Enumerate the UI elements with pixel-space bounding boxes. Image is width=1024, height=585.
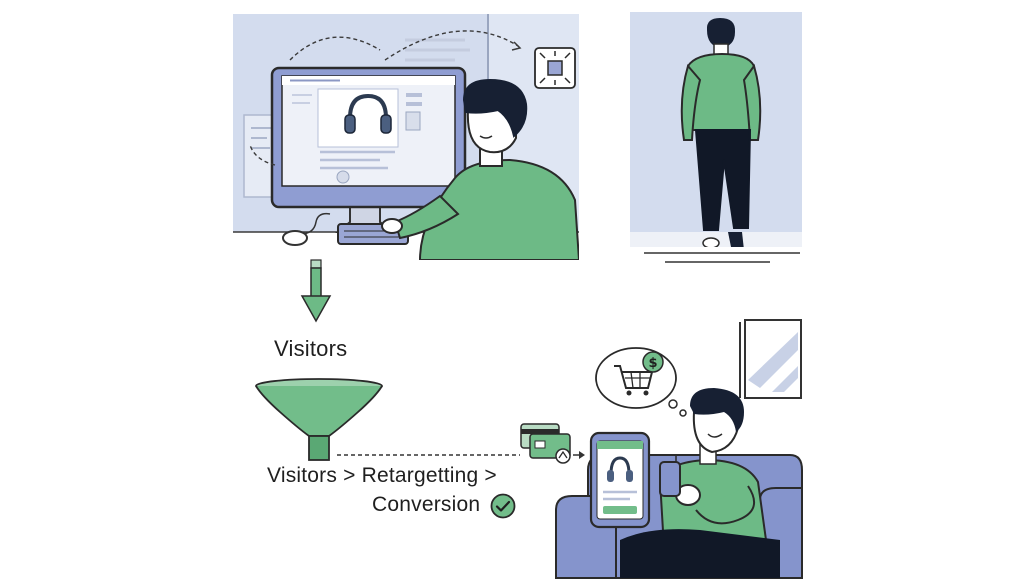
desk-scene <box>233 14 579 260</box>
shopping-cart-dollar-icon: $ <box>595 347 687 417</box>
seated-person <box>620 388 780 578</box>
conversion-label: Conversion <box>372 493 481 516</box>
svg-text:$: $ <box>648 356 657 371</box>
person-at-computer <box>381 78 579 260</box>
walking-away-scene <box>630 12 802 247</box>
mouse <box>282 212 331 246</box>
window <box>744 319 802 399</box>
headphones-product-image <box>344 93 392 134</box>
walking-person <box>680 18 762 247</box>
down-arrow-icon <box>300 259 332 323</box>
funnel-icon <box>255 378 383 461</box>
check-circle-icon <box>490 493 516 519</box>
funnel-flow-label: Visitors > Retargetting > <box>267 464 497 487</box>
sofa-scene: $ <box>555 319 803 579</box>
tracking-arcs <box>249 30 519 166</box>
visitors-heading: Visitors <box>274 336 348 361</box>
phone-ad <box>589 431 651 529</box>
tracking-pixel-icon <box>534 47 576 89</box>
headphones-ad-image <box>607 456 633 482</box>
wall-lines <box>405 38 470 62</box>
monitor <box>270 66 467 209</box>
payment-card-icon <box>520 423 571 464</box>
